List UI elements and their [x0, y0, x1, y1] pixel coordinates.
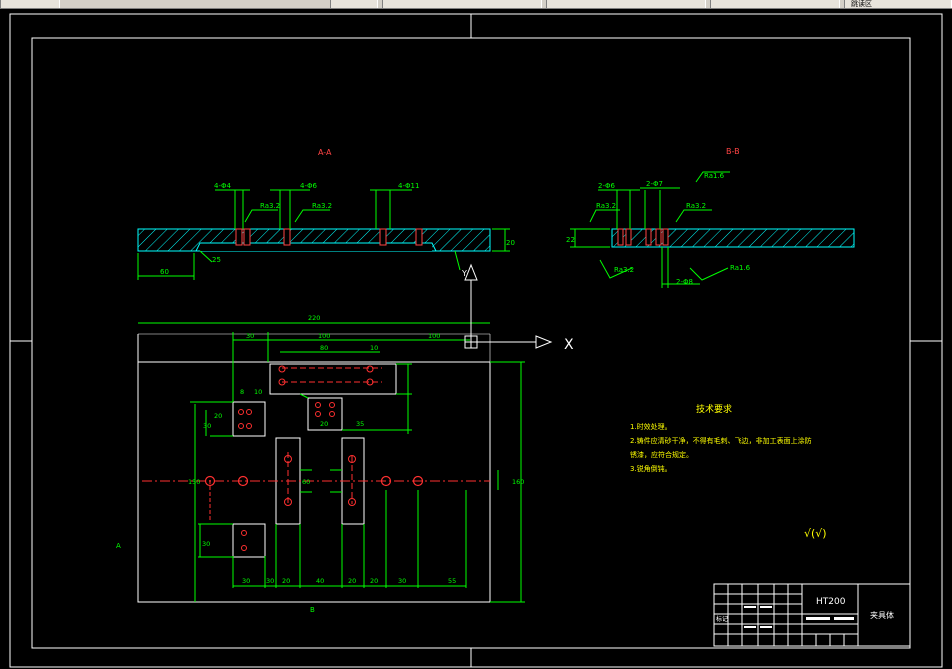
view-mark-b: B [310, 606, 315, 614]
title-block [713, 583, 911, 647]
dim-plan-20: 20 [320, 420, 328, 428]
drawing-frame [9, 13, 943, 668]
tab-5[interactable] [710, 0, 840, 8]
dim-plan-bottom-3: 20 [282, 577, 290, 585]
dim-plan-80: 80 [320, 344, 328, 352]
dim-plan-left-2: 20 [214, 412, 222, 420]
dim-a-60: 60 [160, 268, 169, 276]
tech-note-1: 1.时效处理。 [630, 422, 672, 431]
plan-view: 220 30 100 80 10 100 8 10 20 35 30 30 20… [116, 314, 525, 614]
dim-plan-220: 220 [308, 314, 320, 322]
dim-a-20: 20 [506, 239, 515, 247]
dim-plan-bottom-1: 30 [242, 577, 250, 585]
ucs-icon [464, 263, 553, 349]
tab-2[interactable] [330, 0, 378, 8]
view-mark-a: A [116, 542, 121, 550]
dim-plan-bottom-4: 40 [316, 577, 324, 585]
tech-note-4: 3.锐角倒钝。 [630, 464, 672, 473]
dim-plan-bottom-2: 30 [266, 577, 274, 585]
tech-notes-title: 技术要求 [696, 403, 732, 415]
section-label-aa: A-A [318, 148, 332, 157]
dim-plan-bottom-6: 20 [370, 577, 378, 585]
dim-plan-100b: 100 [428, 332, 440, 340]
tab-3[interactable] [382, 0, 542, 8]
roughness-b-3: Ra3.2 [686, 202, 706, 210]
roughness-a-2: Ra3.2 [312, 202, 332, 210]
cad-drawing-canvas[interactable]: A-A B-B [0, 9, 952, 669]
dim-b-22: 22 [566, 236, 575, 244]
dim-plan-10: 10 [370, 344, 378, 352]
dim-b-holes-3: 2-Φ8 [676, 278, 693, 286]
technical-notes: 技术要求 1.时效处理。 2.铸件应清砂干净，不得有毛刺、飞边，非加工表面上涂防… [630, 403, 812, 473]
roughness-b-2: Ra3.2 [596, 202, 616, 210]
dim-plan-mid: 60 [302, 478, 310, 486]
tech-note-2: 2.铸件应清砂干净，不得有毛刺、飞边，非加工表面上涂防 [630, 436, 812, 445]
document-tab-bar: 跳读区 [0, 0, 952, 9]
dim-plan-bottom-8: 55 [448, 577, 456, 585]
dim-plan-35: 35 [356, 420, 364, 428]
dim-plan-10b: 10 [254, 388, 262, 396]
title-block-hatch [744, 606, 854, 628]
dim-a-holes-2: 4-Φ6 [300, 182, 317, 190]
general-roughness-symbol: √(√) [804, 527, 827, 540]
dim-plan-bottom-5: 20 [348, 577, 356, 585]
section-view-aa: 4-Φ4 4-Φ6 4-Φ11 Ra3.2 Ra3.2 60 25 20 [137, 182, 515, 280]
dim-b-holes-2: 2-Φ7 [646, 180, 663, 188]
section-view-bb: 2-Φ6 2-Φ7 Ra1.6 Ra3.2 Ra3.2 Ra3.2 Ra1.6 … [566, 171, 855, 288]
title-block-part-name: 夹具体 [870, 610, 894, 620]
ucs-y-label: Y [461, 269, 467, 278]
dim-b-holes-1: 2-Φ6 [598, 182, 615, 190]
dim-a-holes-1: 4-Φ4 [214, 182, 231, 190]
roughness-b-4: Ra3.2 [614, 266, 634, 274]
roughness-a-1: Ra3.2 [260, 202, 280, 210]
dim-plan-bottom-7: 30 [398, 577, 406, 585]
dim-plan-left-3: 30 [202, 540, 210, 548]
ucs-x-label: X [564, 337, 574, 353]
tab-4[interactable] [546, 0, 706, 8]
section-label-bb: B-B [726, 147, 740, 156]
dim-plan-right-1: 150 [188, 478, 200, 486]
dim-plan-30: 30 [246, 332, 254, 340]
tech-note-3: 锈漆，应符合规定。 [630, 450, 693, 459]
tab-1[interactable] [0, 0, 60, 8]
roughness-b-5: Ra1.6 [730, 264, 751, 272]
title-block-material: HT200 [816, 597, 846, 607]
title-block-row-label: 标记 [716, 615, 728, 623]
roughness-b-1: Ra1.6 [704, 172, 725, 180]
dim-plan-8: 8 [240, 388, 244, 396]
dim-plan-100: 100 [318, 332, 330, 340]
dim-plan-right-2: 160 [512, 478, 524, 486]
dim-a-holes-3: 4-Φ11 [398, 182, 419, 190]
dim-a-25: 25 [212, 256, 221, 264]
tab-6[interactable]: 跳读区 [844, 0, 952, 8]
dim-plan-left-1: 30 [203, 422, 211, 430]
